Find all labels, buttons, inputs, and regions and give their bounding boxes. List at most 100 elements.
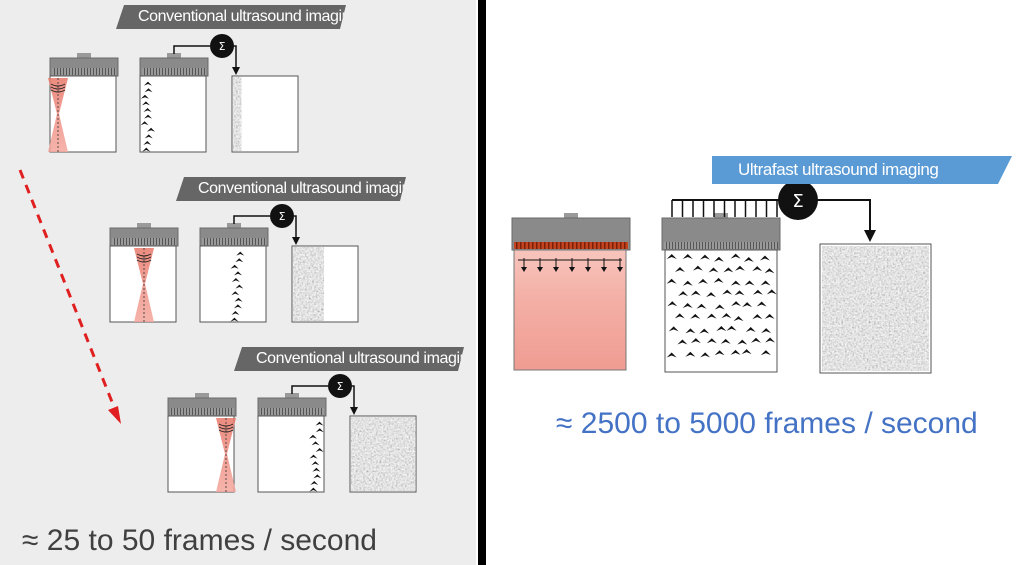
scatterer-echo <box>713 256 724 262</box>
wavefront <box>218 429 234 433</box>
scatterer-echo <box>722 289 733 295</box>
sum-node <box>778 180 818 220</box>
caption-conventional-frame-rate: ≈ 25 to 50 frames / second <box>22 524 377 557</box>
signal-line <box>173 45 210 54</box>
scatterer-echo <box>690 290 701 296</box>
scatterer-echo <box>760 280 771 286</box>
scatterer-echo <box>311 461 320 466</box>
transducer-elements <box>170 408 234 415</box>
scatterer-echo <box>721 313 732 319</box>
probe-connector <box>285 393 299 399</box>
scatterer-echo <box>741 349 752 355</box>
transducer-elements <box>260 408 324 415</box>
scatterer-echo <box>730 253 741 259</box>
scatterer-echo <box>745 326 756 332</box>
scatterer-echo <box>714 350 725 356</box>
scatterer-echo <box>144 134 153 139</box>
probe-connector <box>227 223 241 229</box>
banner-row-2: Conventional ultrasound imaging <box>176 177 406 201</box>
scatterer-echo <box>730 349 741 355</box>
scatterer-echo <box>713 277 724 283</box>
sum-symbol: Σ <box>279 210 286 223</box>
reconstructed-image <box>293 247 324 321</box>
scatterer-echo <box>315 448 324 452</box>
reconstructed-image <box>233 77 242 151</box>
scatterer-echo <box>685 328 696 334</box>
scatterer-echo <box>309 487 318 492</box>
scatterer-echo <box>235 258 244 263</box>
scatterer-echo <box>759 255 770 261</box>
scatterer-echo <box>720 338 731 344</box>
scatterer-echo <box>674 313 685 319</box>
probe-connector <box>714 213 728 219</box>
scatterer-echo <box>143 108 152 112</box>
scatterer-echo <box>764 313 775 319</box>
scatterer-echo <box>678 291 689 297</box>
plane-wave-arrowhead <box>553 267 559 272</box>
probe-connector <box>195 393 209 399</box>
signal-line <box>234 45 237 68</box>
scatterer-echo <box>682 254 693 260</box>
scatterer-echo <box>697 278 708 284</box>
tissue-box <box>199 245 267 323</box>
scatterer-echo <box>308 434 317 439</box>
plane-wave-arrowhead <box>537 267 543 272</box>
scatterer-echo <box>734 290 745 296</box>
scatterer-echo <box>685 351 696 357</box>
wavefront <box>218 423 234 427</box>
transducer-elements <box>664 242 778 249</box>
scatterer-echo <box>743 256 754 262</box>
signal-line <box>352 385 355 408</box>
caption-ultrafast-frame-rate: ≈ 2500 to 5000 frames / second <box>556 407 978 440</box>
scatterer-echo <box>144 114 153 119</box>
plane-wave-arrowhead <box>585 267 591 272</box>
probe-connector <box>137 223 151 229</box>
time-progress-arrowhead <box>108 406 121 424</box>
scatterer-echo <box>690 338 701 344</box>
sum-node <box>210 34 234 58</box>
scatterer-echo <box>311 441 320 446</box>
scatterer-echo <box>141 101 150 106</box>
transducer-elements <box>202 238 266 245</box>
scatterer-echo <box>752 289 763 295</box>
sum-symbol: Σ <box>219 40 226 53</box>
plane-wave-arrowhead <box>521 267 527 272</box>
transducer-elements <box>514 242 628 249</box>
plane-wave-field <box>513 249 627 371</box>
signal-arrowhead <box>232 67 240 75</box>
reconstructed-image <box>822 246 929 371</box>
sum-symbol: Σ <box>337 380 344 393</box>
scatterer-echo <box>766 289 777 295</box>
scatterer-echo <box>733 316 744 322</box>
signal-line <box>233 215 270 224</box>
sum-symbol: Σ <box>792 191 803 212</box>
scatterer-echo <box>310 481 319 485</box>
scatterer-echo <box>231 311 240 315</box>
scatterer-echo <box>677 339 688 345</box>
signal-line <box>291 385 328 394</box>
tissue-box <box>139 75 207 153</box>
scatterer-echo <box>234 297 243 302</box>
scatterer-echo <box>140 121 149 126</box>
scatterer-echo <box>667 301 678 307</box>
scatterer-echo <box>682 280 693 286</box>
scatterer-echo <box>734 265 745 271</box>
scatterer-echo <box>706 292 717 298</box>
scatterer-echo <box>674 266 685 272</box>
wavefront <box>136 256 152 260</box>
scatterer-echo <box>230 264 239 269</box>
scatterer-echo <box>143 141 152 145</box>
scatterer-echo <box>737 339 748 345</box>
scatterer-echo <box>752 266 763 272</box>
scatterer-echo <box>723 267 734 273</box>
signal-line <box>294 215 297 238</box>
scatterer-echo <box>315 428 324 433</box>
sum-node <box>270 204 294 228</box>
scatterer-echo <box>147 127 156 132</box>
scatterer-echo <box>744 280 755 286</box>
scatterer-echo <box>142 147 151 152</box>
scatterer-echo <box>236 251 245 256</box>
scatterer-echo <box>726 325 737 331</box>
time-progress-arrow <box>18 169 118 413</box>
